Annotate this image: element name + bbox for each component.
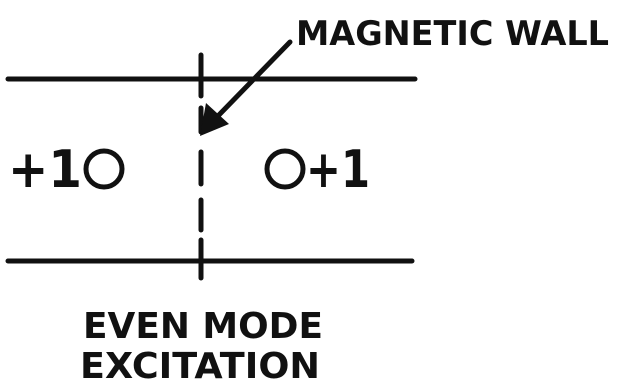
left-excitation-value: +1	[8, 140, 82, 200]
left-conductor	[83, 148, 125, 190]
right-conductor	[264, 148, 306, 190]
arrow-head-icon	[200, 103, 229, 136]
caption-line-2: EXCITATION	[80, 346, 320, 385]
caption-line-1: EVEN MODE	[83, 306, 323, 347]
magnetic-wall-arrow	[200, 39, 293, 136]
right-excitation-value: +1	[306, 140, 370, 200]
magnetic-wall-label: MAGNETIC WALL	[296, 14, 609, 54]
